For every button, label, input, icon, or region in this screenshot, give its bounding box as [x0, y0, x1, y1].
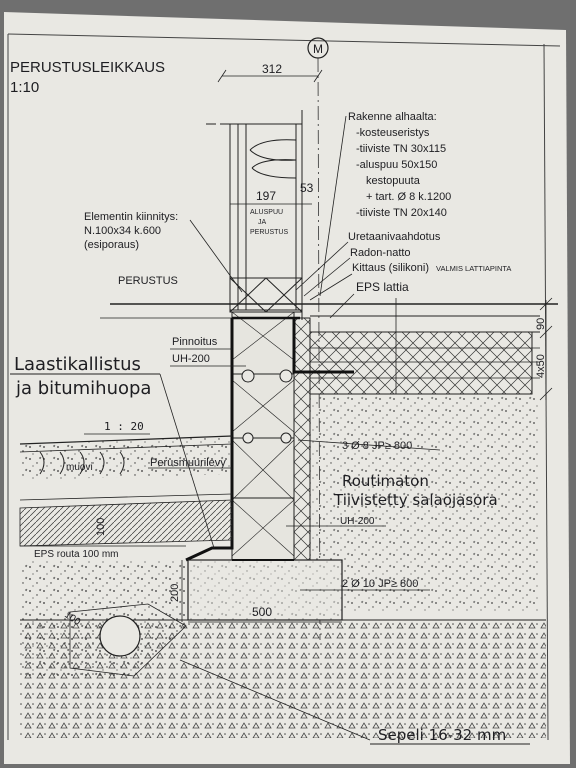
structure-line-4: kestopuuta — [366, 175, 421, 187]
footing-height-dim: 200 — [169, 584, 181, 602]
sepeli-label: Sepeli 16-32 mm — [378, 726, 506, 744]
routimaton-label-1: Routimaton — [342, 472, 429, 490]
footing-width-dim: 500 — [252, 605, 272, 619]
valmis-label: VALMIS LATTIAPINTA — [436, 264, 511, 273]
aluspuu-label-2: JA — [258, 219, 267, 226]
aluspuu-label-1: ALUSPUU — [250, 209, 283, 216]
rebar-footing-label: 2 Ø 10 JP≥ 800 — [342, 578, 418, 590]
radon-label: Radon-natto — [350, 247, 411, 259]
dimension-312-label: 312 — [262, 62, 282, 76]
muovi-label: muovi — [66, 462, 93, 473]
drain-pipe: 100 — [62, 603, 187, 677]
rebar-wall-label: 3 Ø 8 JP≥ 800 — [342, 440, 412, 452]
structure-line-2: -tiiviste TN 30x115 — [356, 143, 446, 155]
drawing-scale: 1:10 — [10, 79, 39, 96]
backfill-region — [310, 396, 540, 612]
axis-marker-label: M — [313, 42, 323, 56]
laasti-label-2: ja bitumihuopa — [15, 378, 151, 399]
uh200-top-label: UH-200 — [172, 353, 210, 365]
dimension-312: 312 — [217, 62, 323, 83]
foundation-wall — [231, 311, 354, 563]
eps-thickness-dim: 100 — [95, 518, 107, 536]
structure-line-5: + tart. Ø 8 k.1200 — [366, 191, 451, 203]
structure-line-1: -kosteuseristys — [356, 127, 430, 139]
uh200-bottom-label: UH-200 — [340, 516, 375, 527]
ground-layers — [19, 435, 233, 547]
structure-line-6: -tiiviste TN 20x140 — [356, 207, 447, 219]
perusmuurilevy-label: Perusmuurilevy — [150, 457, 226, 469]
perustus-label: PERUSTUS — [118, 275, 178, 287]
gravel-region — [20, 620, 546, 738]
slope-label: 1 : 20 — [104, 420, 144, 433]
structure-line-3: -aluspuu 50x150 — [356, 159, 437, 171]
routimaton-label-2: Tiivistetty salaojasora — [333, 491, 498, 509]
eps-lattia-label: EPS lattia — [356, 280, 409, 294]
footing-dimensions: 500 200 — [169, 560, 342, 623]
eps-routa-label: EPS routa 100 mm — [34, 549, 118, 560]
uretaani-label: Uretaanivaahdotus — [348, 231, 441, 243]
element-fix-label-1: Elementin kiinnitys: — [84, 211, 178, 223]
kittaus-label: Kittaus (silikoni) — [352, 262, 429, 274]
slab-dimensions: 90 4x50 — [535, 297, 553, 401]
element-fix-label-2: N.100x34 k.600 — [84, 225, 161, 237]
structure-title: Rakenne alhaalta: — [348, 111, 437, 123]
slab-layers-dim: 4x50 — [535, 354, 547, 378]
element-fix-label-3: (esiporaus) — [84, 239, 139, 251]
dimension-197: 197 53 — [230, 181, 314, 205]
aluspuu-label-3: PERUSTUS — [250, 229, 288, 236]
bitumen-line — [185, 318, 234, 562]
drawing-title: PERUSTUSLEIKKAUS — [10, 59, 165, 76]
wall-element — [206, 110, 303, 320]
dimension-197-label: 197 — [256, 189, 276, 203]
pinnoitus-label: Pinnoitus — [172, 336, 218, 348]
slab-top-dim: 90 — [535, 318, 547, 330]
dimension-53-label: 53 — [300, 181, 314, 195]
laasti-label-1: Laastikallistus — [14, 354, 141, 375]
